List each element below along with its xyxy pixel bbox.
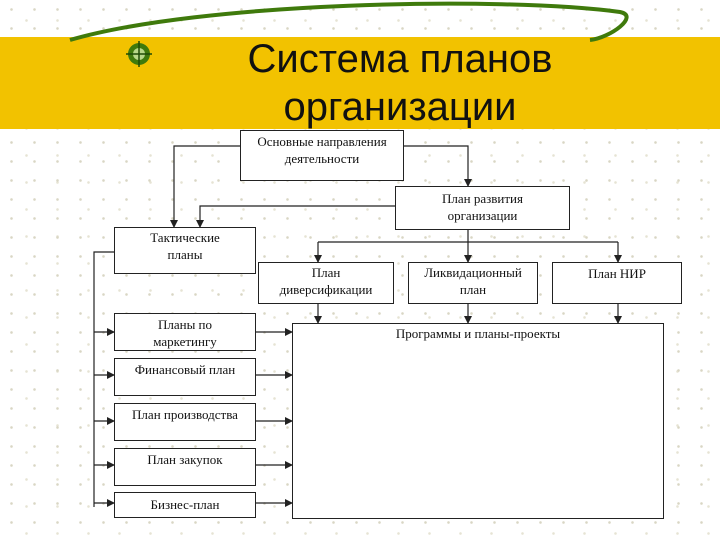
decorative-curve: [69, 1, 629, 42]
box-liquidation-plan: Ликвидационный план: [408, 262, 538, 304]
box-production-plan: План производства: [114, 403, 256, 441]
box-business-plan-label: Бизнес-план: [150, 497, 220, 512]
title-band: [0, 37, 720, 129]
bullet-icon: [126, 41, 152, 67]
box-business-plan: Бизнес-план: [114, 492, 256, 518]
box-development-plan: План развития организации: [395, 186, 570, 230]
box-marketing-plans: Планы по маркетингу: [114, 313, 256, 351]
box-marketing-plans-label: Планы по маркетингу: [153, 317, 217, 349]
box-liquidation-plan-label: Ликвидационный план: [424, 265, 522, 297]
box-programs-projects: [292, 323, 664, 519]
box-programs-projects-label: Программы и планы-проекты: [395, 326, 561, 341]
arrow-development-to-tactical: [196, 205, 395, 228]
box-rnd-plan: План НИР: [552, 262, 682, 304]
box-rnd-plan-label: План НИР: [588, 266, 646, 281]
box-diversification-plan-label: План диверсификации: [279, 265, 373, 297]
slide-title: Система планов организации: [247, 37, 553, 129]
line-tactical-trunk: [93, 251, 114, 507]
box-financial-plan-label: Финансовый план: [134, 362, 236, 377]
box-tactical-plans-label: Тактические планы: [150, 230, 220, 262]
arrow-main-to-tactical: [170, 145, 240, 228]
box-main-directions: Основные направления деятельности: [240, 130, 404, 181]
box-main-directions-label: Основные направления деятельности: [257, 134, 387, 166]
box-procurement-plan-label: План закупок: [147, 452, 223, 467]
box-diversification-plan: План диверсификации: [258, 262, 394, 304]
arrow-main-to-development: [404, 145, 472, 187]
box-tactical-plans: Тактические планы: [114, 227, 256, 274]
box-procurement-plan: План закупок: [114, 448, 256, 486]
box-development-plan-label: План развития организации: [442, 191, 523, 223]
box-financial-plan: Финансовый план: [114, 358, 256, 396]
box-production-plan-label: План производства: [132, 407, 238, 422]
